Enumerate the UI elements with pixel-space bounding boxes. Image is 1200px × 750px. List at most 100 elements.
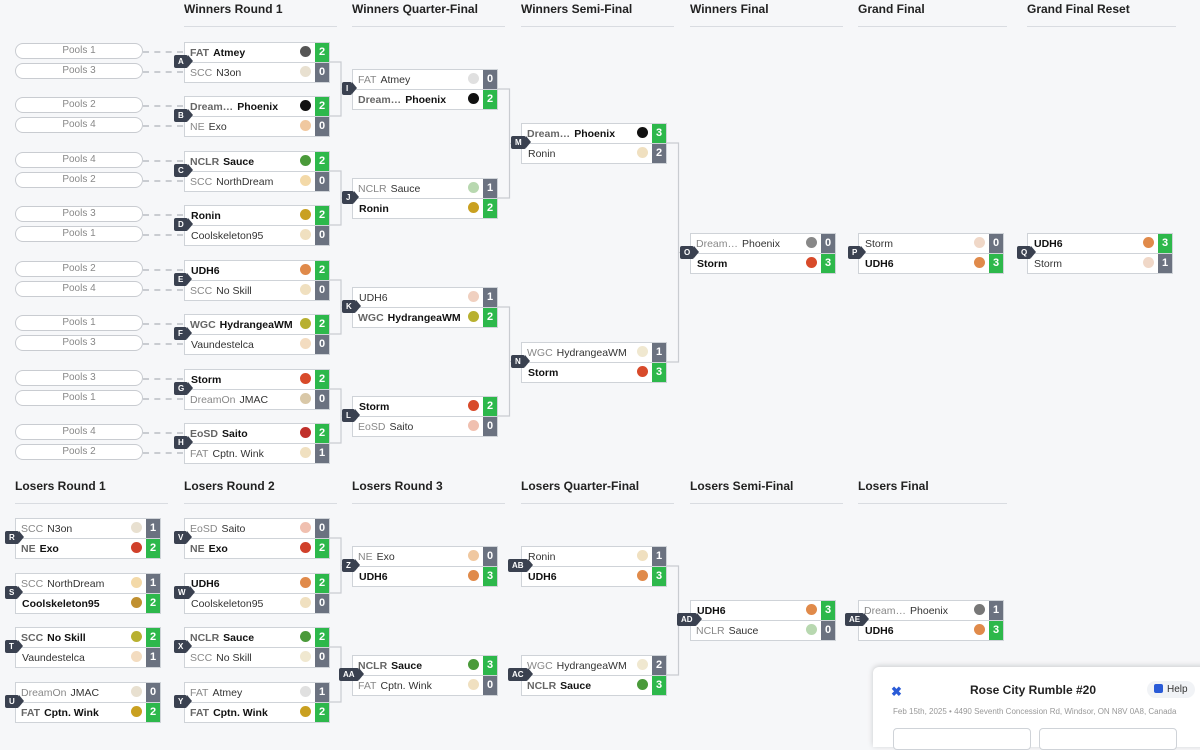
match-score: 2 [315,370,329,389]
help-button[interactable]: Help [1147,681,1195,698]
panel-button-right[interactable] [1039,728,1177,750]
player-name: No Skill [47,631,86,644]
character-icon [468,311,479,322]
panel-button-left[interactable] [893,728,1031,750]
close-icon[interactable]: ✖ [891,684,902,699]
